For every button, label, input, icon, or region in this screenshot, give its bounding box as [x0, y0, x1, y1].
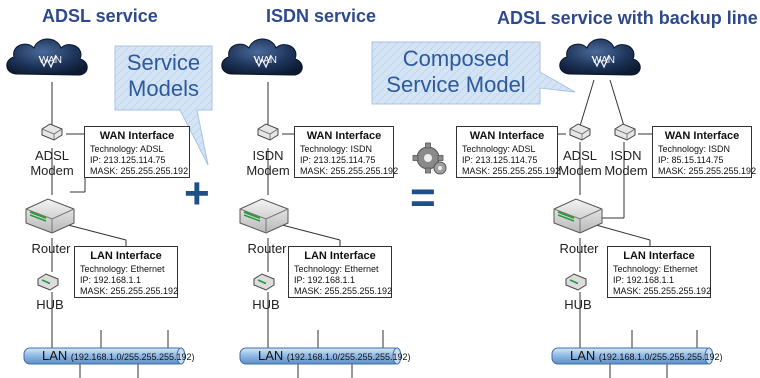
callout-line: Models	[128, 76, 199, 101]
router-device	[553, 198, 603, 234]
wan-interface-box: WAN Interface Technology: ISDN IP: 85.15…	[652, 126, 757, 178]
adsl-service-diagram	[6, 38, 186, 378]
box-mask: MASK: 255.255.255.192	[90, 166, 189, 176]
lan-network: (192.168.1.0/255.255.255.192)	[598, 352, 723, 362]
lan-interface-box: LAN Interface Technology: Ethernet IP: 1…	[288, 246, 392, 298]
box-title: WAN Interface	[469, 130, 545, 142]
label-line: Modem	[30, 163, 74, 178]
isdn-modem-label: ISDN Modem	[604, 148, 648, 178]
isdn-service-title: ISDN service	[266, 6, 377, 26]
lan-interface-box: LAN Interface Technology: Ethernet IP: 1…	[74, 246, 178, 298]
hub-label: HUB	[252, 297, 280, 312]
wan-label: WAN	[592, 55, 615, 66]
box-ip: IP: 213.125.114.75	[300, 155, 376, 165]
box-mask: MASK: 255.255.255.192	[300, 166, 399, 176]
box-ip: IP: 213.125.114.75	[462, 155, 538, 165]
box-mask: MASK: 255.255.255.192	[294, 286, 393, 296]
box-title: LAN Interface	[623, 250, 695, 262]
hub-device	[37, 273, 59, 291]
adsl-modem-device	[41, 123, 63, 141]
wan-label: WAN	[39, 55, 62, 66]
lan-name: LAN	[258, 348, 284, 363]
equals-operator: =	[410, 173, 436, 222]
callout-line: Service	[126, 50, 201, 75]
hub-label: HUB	[564, 297, 592, 312]
box-ip: IP: 192.168.1.1	[613, 275, 675, 285]
box-technology: Technology: Ethernet	[80, 264, 165, 274]
box-ip: IP: 85.15.114.75	[658, 155, 724, 165]
composed-model-callout-text: Composed Service Model	[372, 46, 540, 98]
isdn-service-diagram	[221, 38, 402, 378]
gears-icon	[412, 142, 447, 175]
label-line: ADSL	[563, 148, 597, 163]
lan-interface-box: LAN Interface Technology: Ethernet IP: 1…	[607, 246, 711, 298]
box-ip: IP: 213.125.114.75	[90, 155, 166, 165]
label-line: ADSL	[35, 148, 69, 163]
label-line: ISDN	[252, 148, 284, 163]
label-line: Modem	[246, 163, 290, 178]
callout-line: Composed	[402, 46, 510, 71]
box-title: WAN Interface	[664, 130, 740, 142]
wan-label: WAN	[254, 55, 277, 66]
hub-device	[253, 273, 275, 291]
label-line: Modem	[604, 163, 648, 178]
adsl-modem-label: ADSL Modem	[30, 148, 74, 178]
lan-segment-label: LAN (192.168.1.0/255.255.255.192)	[258, 348, 411, 363]
box-mask: MASK: 255.255.255.192	[658, 166, 757, 176]
box-technology: Technology: ISDN	[658, 144, 731, 154]
wan-interface-box: WAN Interface Technology: ADSL IP: 213.1…	[84, 126, 190, 178]
plus-operator: +	[184, 169, 210, 218]
wan-interface-box: WAN Interface Technology: ISDN IP: 213.1…	[294, 126, 399, 178]
wan-interface-box: WAN Interface Technology: ADSL IP: 213.1…	[456, 126, 561, 178]
box-technology: Technology: ADSL	[90, 144, 164, 154]
backup-service-diagram	[551, 38, 714, 378]
box-title: LAN Interface	[90, 250, 162, 262]
box-ip: IP: 192.168.1.1	[80, 275, 142, 285]
router-device	[25, 198, 75, 234]
box-technology: Technology: Ethernet	[294, 264, 379, 274]
hub-device	[565, 273, 587, 291]
lan-segment-label: LAN (192.168.1.0/255.255.255.192)	[570, 348, 723, 363]
lan-name: LAN	[42, 348, 68, 363]
lan-name: LAN	[570, 348, 596, 363]
box-title: WAN Interface	[306, 130, 382, 142]
router-label: Router	[559, 241, 599, 256]
label-line: Modem	[558, 163, 602, 178]
box-technology: Technology: ADSL	[462, 144, 536, 154]
service-models-callout	[114, 45, 213, 166]
router-device	[239, 198, 289, 234]
box-ip: IP: 192.168.1.1	[294, 275, 356, 285]
adsl-service-title: ADSL service	[42, 6, 158, 26]
box-title: WAN Interface	[99, 130, 175, 142]
router-label: Router	[31, 241, 71, 256]
isdn-modem-device	[614, 123, 636, 141]
box-title: LAN Interface	[304, 250, 376, 262]
backup-service-title: ADSL service with backup line	[497, 8, 758, 28]
box-technology: Technology: ISDN	[300, 144, 373, 154]
label-line: ISDN	[610, 148, 642, 163]
service-models-callout-text: Service Models	[115, 50, 212, 102]
isdn-modem-label: ISDN Modem	[246, 148, 290, 178]
isdn-modem-device	[257, 123, 279, 141]
adsl-modem-device	[569, 123, 591, 141]
box-mask: MASK: 255.255.255.192	[462, 166, 561, 176]
callout-line: Service Model	[386, 72, 526, 97]
lan-network: (192.168.1.0/255.255.255.192)	[70, 352, 195, 362]
adsl-modem-label: ADSL Modem	[558, 148, 602, 178]
box-mask: MASK: 255.255.255.192	[613, 286, 712, 296]
router-label: Router	[247, 241, 287, 256]
hub-label: HUB	[36, 297, 64, 312]
composed-model-callout	[371, 41, 576, 105]
box-mask: MASK: 255.255.255.192	[80, 286, 179, 296]
lan-network: (192.168.1.0/255.255.255.192)	[286, 352, 411, 362]
lan-segment-label: LAN (192.168.1.0/255.255.255.192)	[42, 348, 195, 363]
box-technology: Technology: Ethernet	[613, 264, 698, 274]
